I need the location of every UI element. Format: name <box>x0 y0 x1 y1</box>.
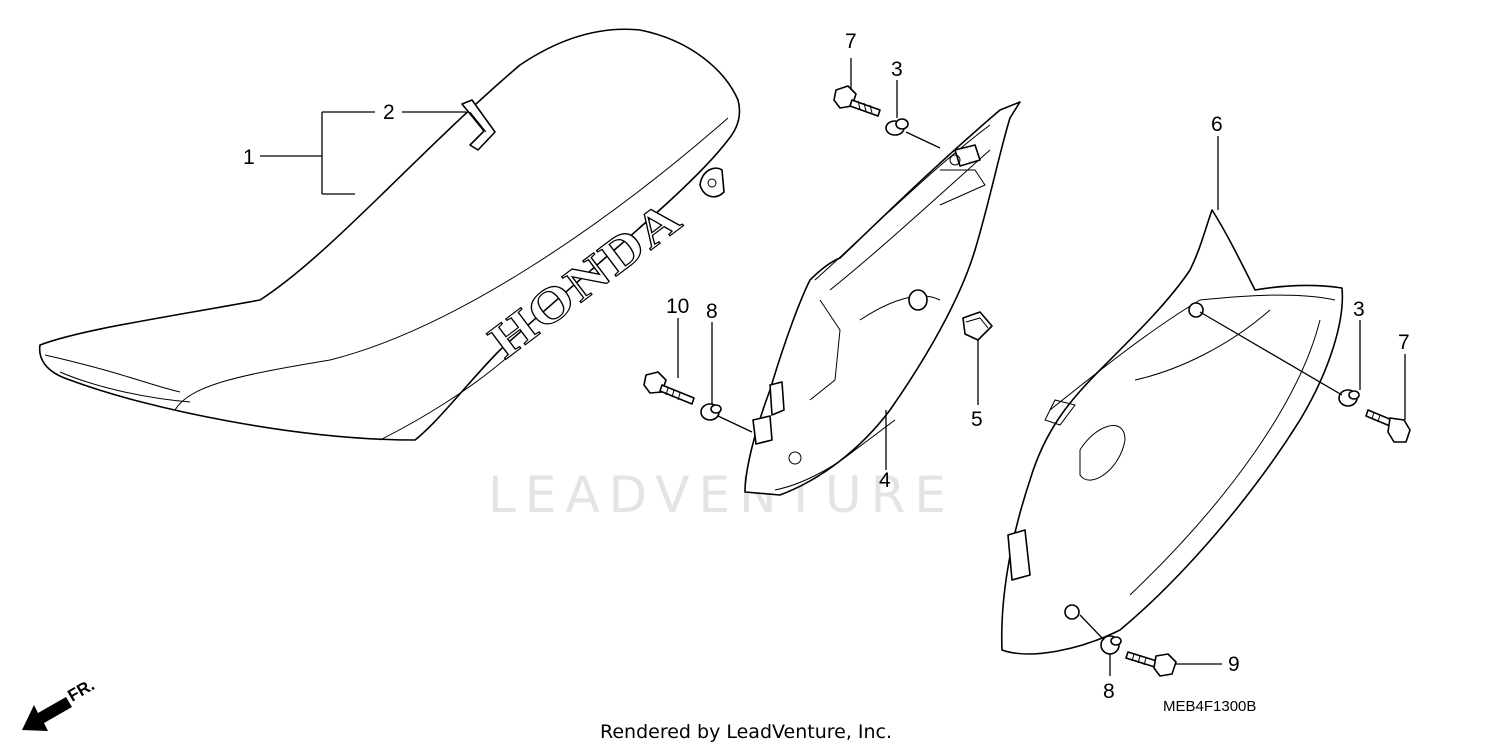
callout-2: 2 <box>383 101 395 124</box>
callout-7-top: 7 <box>845 30 857 53</box>
callout-4: 4 <box>879 469 891 492</box>
seat-drawing[interactable]: HONDA <box>38 28 741 441</box>
front-arrow-label: FR. <box>65 675 98 705</box>
bolt-10[interactable] <box>643 371 695 405</box>
callout-1: 1 <box>243 146 255 169</box>
bolt-7-right[interactable] <box>1365 409 1411 443</box>
washer-3-right[interactable] <box>1338 389 1360 407</box>
callout-5: 5 <box>971 408 983 431</box>
callout-8-bottom: 8 <box>1103 680 1115 703</box>
washer-8-bottom[interactable] <box>1100 635 1122 655</box>
washer-8-left[interactable] <box>700 403 722 421</box>
diagram-code: MEB4F1300B <box>1163 698 1256 715</box>
footer-credit: Rendered by LeadVenture, Inc. <box>600 721 892 743</box>
leader-lines <box>260 58 1406 676</box>
bolt-9[interactable] <box>1125 651 1177 677</box>
watermark: LEADVENTURE <box>488 466 955 524</box>
callout-6: 6 <box>1211 113 1223 136</box>
bolt-7-top[interactable] <box>833 85 881 117</box>
washer-3-top[interactable] <box>885 118 909 136</box>
front-direction-arrow: FR. <box>22 675 98 731</box>
right-side-cover-drawing[interactable] <box>1000 209 1344 655</box>
grommet-5[interactable] <box>962 311 993 341</box>
callout-3-right: 3 <box>1353 298 1365 321</box>
left-side-cover-drawing[interactable] <box>744 101 1021 496</box>
callout-8-left: 8 <box>706 300 718 323</box>
callout-9: 9 <box>1228 653 1240 676</box>
callout-3-top: 3 <box>891 58 903 81</box>
callout-7-right: 7 <box>1398 331 1410 354</box>
callout-10: 10 <box>666 295 689 318</box>
